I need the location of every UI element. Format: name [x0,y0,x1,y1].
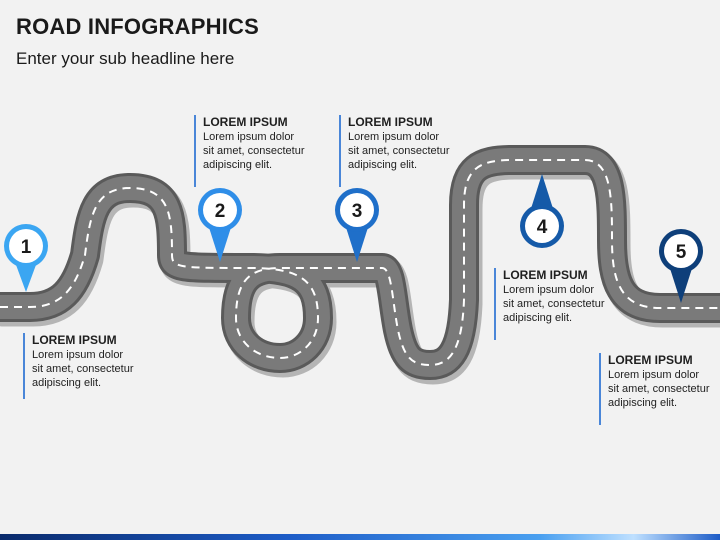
callout-3: LOREM IPSUM Lorem ipsum dolor sit amet, … [339,115,473,187]
callout-5: LOREM IPSUM Lorem ipsum dolor sit amet, … [599,353,720,425]
marker-5[interactable]: 5 [659,229,703,303]
callout-body: Lorem ipsum dolor sit amet, consectetur … [32,349,134,389]
marker-number: 4 [537,217,548,238]
marker-number: 3 [352,201,363,222]
marker-2[interactable]: 2 [198,188,242,262]
marker-number: 5 [676,242,687,263]
marker-4[interactable]: 4 [520,174,564,248]
callout-title: LOREM IPSUM [203,115,288,129]
marker-3[interactable]: 3 [335,188,379,262]
callout-body: Lorem ipsum dolor sit amet, consectetur … [503,284,605,324]
callout-4: LOREM IPSUM Lorem ipsum dolor sit amet, … [494,268,628,340]
callout-body: Lorem ipsum dolor sit amet, consectetur … [348,131,450,171]
marker-face [664,234,698,268]
page-subtitle: Enter your sub headline here [16,49,235,68]
page-title: ROAD INFOGRAPHICS [16,14,259,39]
marker-face [9,229,43,263]
callout-2: LOREM IPSUM Lorem ipsum dolor sit amet, … [194,115,328,187]
callout-body: Lorem ipsum dolor sit amet, consectetur … [203,131,305,171]
callout-title: LOREM IPSUM [348,115,433,129]
marker-1[interactable]: 1 [4,224,48,292]
marker-face [525,209,559,243]
marker-number: 1 [21,237,32,258]
marker-number: 2 [215,201,226,222]
callout-title: LOREM IPSUM [32,333,117,347]
marker-face [340,193,374,227]
callout-title: LOREM IPSUM [503,268,588,282]
callout-1: LOREM IPSUM Lorem ipsum dolor sit amet, … [23,333,157,399]
callout-body: Lorem ipsum dolor sit amet, consectetur … [608,369,710,409]
marker-face [203,193,237,227]
callout-title: LOREM IPSUM [608,353,693,367]
footer-accent-bar [0,534,720,540]
